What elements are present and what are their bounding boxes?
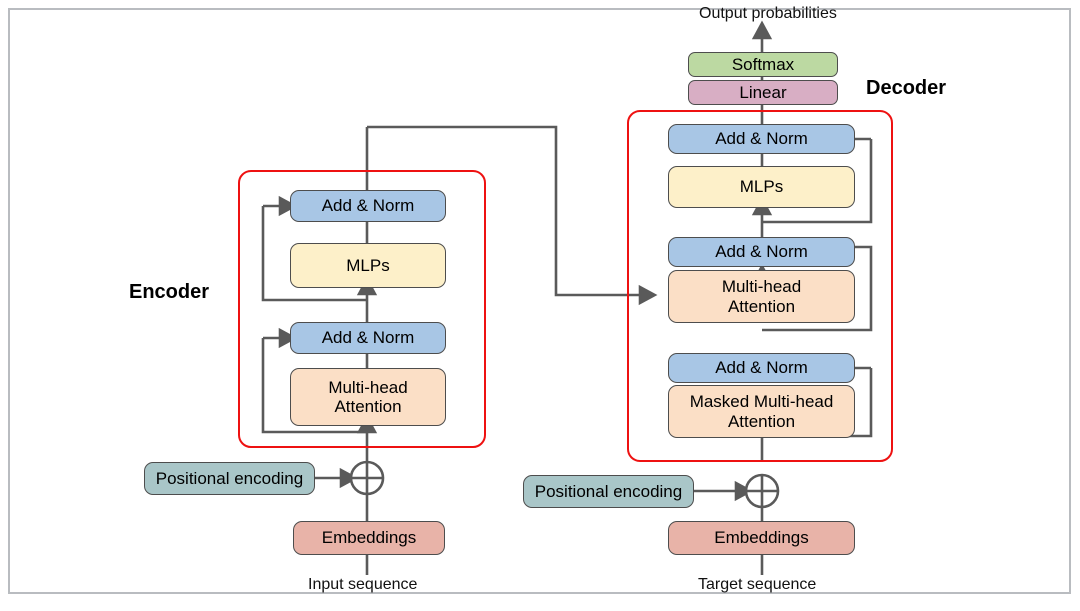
decoder-positional-encoding: Positional encoding [523, 475, 694, 508]
decoder-cross-attention-label-line2: Attention [727, 296, 796, 316]
encoder-input-caption: Input sequence [308, 576, 418, 593]
decoder-add-norm-mid-label: Add & Norm [715, 242, 808, 262]
encoder-add-norm-top-label: Add & Norm [321, 196, 415, 216]
decoder-mlps-label: MLPs [739, 177, 784, 197]
decoder-masked-attention: Masked Multi-head Attention [668, 385, 855, 438]
encoder-mlps: MLPs [290, 243, 446, 288]
decoder-masked-attention-label-line2: Attention [727, 411, 796, 431]
diagram-frame [8, 8, 1071, 594]
decoder-group-label: Decoder [866, 77, 947, 99]
encoder-attention-label-line1: Multi-head [328, 377, 408, 397]
encoder-add-norm-top: Add & Norm [290, 190, 446, 222]
decoder-add-norm-mid: Add & Norm [668, 237, 855, 267]
encoder-multi-head-attention: Multi-head Attention [290, 368, 446, 426]
decoder-add-norm-top-label: Add & Norm [715, 129, 808, 149]
encoder-add-norm-bottom-label: Add & Norm [321, 328, 415, 348]
decoder-linear: Linear [688, 80, 838, 105]
decoder-cross-attention: Multi-head Attention [668, 270, 855, 323]
decoder-add-norm-bottom: Add & Norm [668, 353, 855, 383]
decoder-mlps: MLPs [668, 166, 855, 208]
decoder-linear-label: Linear [739, 82, 787, 102]
decoder-masked-attention-label-line1: Masked Multi-head [689, 392, 834, 412]
encoder-mlps-label: MLPs [346, 255, 390, 275]
decoder-embeddings-label: Embeddings [714, 528, 809, 548]
encoder-group-label: Encoder [129, 281, 210, 303]
encoder-group-box [238, 170, 486, 448]
decoder-group-box [627, 110, 893, 462]
decoder-embeddings: Embeddings [668, 521, 855, 555]
decoder-positional-encoding-label: Positional encoding [534, 481, 683, 501]
encoder-positional-encoding: Positional encoding [144, 462, 315, 495]
decoder-softmax: Softmax [688, 52, 838, 77]
decoder-input-caption: Target sequence [698, 576, 817, 593]
decoder-add-norm-top: Add & Norm [668, 124, 855, 154]
decoder-output-caption: Output probabilities [699, 5, 837, 22]
encoder-attention-label-line2: Attention [334, 397, 402, 416]
decoder-softmax-label: Softmax [731, 54, 795, 74]
encoder-embeddings: Embeddings [293, 521, 445, 555]
decoder-cross-attention-label-line1: Multi-head [721, 277, 802, 297]
encoder-add-norm-bottom: Add & Norm [290, 322, 446, 354]
encoder-positional-encoding-label: Positional encoding [155, 468, 304, 488]
encoder-embeddings-label: Embeddings [321, 528, 417, 548]
decoder-add-norm-bottom-label: Add & Norm [715, 358, 808, 378]
